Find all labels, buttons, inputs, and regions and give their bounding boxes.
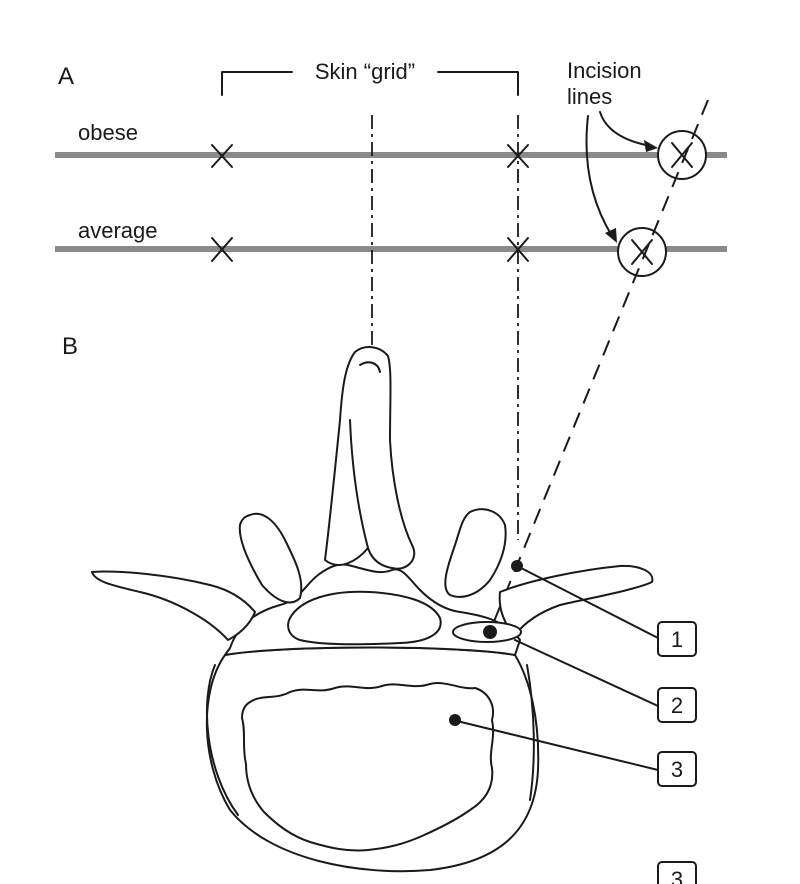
skin-grid-bracket [221,71,519,96]
callout-label-2: 2 [671,693,683,718]
spinous-process [324,346,416,570]
cropped-callout-label: 3 [671,867,683,884]
panel-a-letter: A [58,63,74,90]
obese-label: obese [78,120,138,145]
callout-label-1: 1 [671,627,683,652]
spinal-canal [287,590,442,646]
average-grid-mark-left [211,237,233,262]
right-transverse-process [498,564,654,636]
target-point-3 [449,714,461,726]
cropped-callout-fragment: 3 [657,861,697,884]
right-articular-process [444,508,507,598]
left-articular-process [238,512,303,604]
callout-badge-2: 2 [657,687,697,723]
callout-label-3: 3 [671,757,683,782]
callout-leaders [460,568,659,771]
panel-b: B [62,333,697,884]
average-grid-mark-right [507,237,529,262]
panel-b-letter: B [62,333,78,360]
average-incision-mark [617,227,667,277]
obese-grid-mark-left [211,144,233,168]
left-transverse-process [91,570,256,641]
target-point-2 [483,625,497,639]
vertebra-illustration [91,346,654,873]
incision-pointer-arrows [585,111,658,243]
average-label: average [78,218,158,243]
incision-label-line2: lines [567,84,612,109]
vertebral-body [205,646,540,873]
panel-a: A Skin “grid” Incision lines obese avera… [55,58,727,277]
nucleus-pulposus [241,682,495,852]
callout-badge-1: 1 [657,621,697,657]
target-point-1 [511,560,523,572]
obese-incision-mark [657,130,707,180]
callout-badge-3: 3 [657,751,697,787]
skin-grid-label: Skin “grid” [315,59,415,84]
incision-label-line1: Incision [567,58,642,83]
